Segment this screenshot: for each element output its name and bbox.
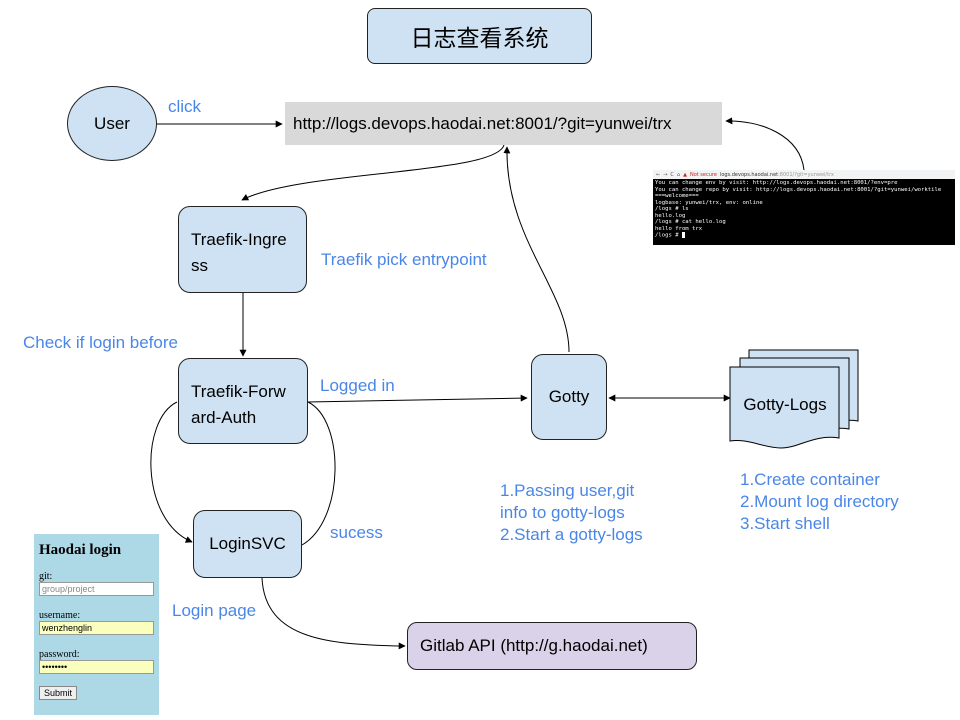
node-gotty: Gotty [531, 354, 607, 440]
terminal-line: logbase: yunwei/trx, env: online [655, 199, 763, 206]
note-gotty-step: info to gotty-logs [500, 503, 625, 522]
note-gotty-logs-step: 2.Mount log directory [740, 492, 899, 511]
node-user-label: User [94, 113, 130, 133]
git-label: git: [39, 571, 53, 582]
password-label: password: [39, 649, 80, 660]
edge-forward-auth-to-gotty [307, 394, 528, 403]
node-user: User [67, 86, 157, 161]
note-gotty-logs-step: 1.Create container [740, 470, 880, 489]
home-icon: ⌂ [676, 171, 681, 178]
terminal-screenshot: ← → C ⌂ ▲ Not secure logs.devops.haodai.… [653, 170, 955, 245]
back-icon: ← [656, 171, 661, 178]
node-traefik-forward-auth-label: Traefik-Forward-Auth [191, 382, 286, 427]
node-traefik-ingress-label: Traefik-Ingress [191, 230, 287, 275]
terminal-line: /logs # cat hello.log [655, 219, 726, 225]
address-text: logs.devops.haodai.net [719, 171, 779, 178]
label-logged-in: Logged in [320, 376, 395, 395]
login-form-title: Haodai login [39, 542, 122, 558]
terminal-line: You can change repo by visit: http://log… [655, 186, 942, 193]
node-traefik-ingress: Traefik-Ingress [178, 206, 307, 293]
note-gotty-step: 2.Start a gotty-logs [500, 525, 643, 544]
node-gotty-logs-label: Gotty-Logs [743, 395, 827, 414]
node-gotty-logs-shape [729, 349, 859, 449]
note-gotty-steps: 1.Passing user,git info to gotty-logs 2.… [500, 480, 643, 546]
node-url-label: http://logs.devops.haodai.net:8001/?git=… [293, 113, 672, 133]
browser-bar: ← → C ⌂ ▲ Not secure logs.devops.haodai.… [653, 170, 955, 179]
not-secure-text: Not secure [689, 171, 717, 178]
terminal-line: You can change env by visit: http://logs… [655, 180, 898, 186]
label-check-login: Check if login before [23, 333, 178, 352]
node-traefik-forward-auth: Traefik-Forward-Auth [178, 358, 308, 444]
diagram-title-text: 日志查看系统 [410, 25, 549, 51]
node-url: http://logs.devops.haodai.net:8001/?git=… [285, 102, 722, 145]
label-login-page: Login page [172, 601, 257, 620]
label-traefik-pick-entrypoint: Traefik pick entrypoint [321, 250, 487, 269]
terminal-output: You can change env by visit: http://logs… [653, 179, 955, 240]
login-form-screenshot: Haodai login git: group/project username… [34, 534, 159, 715]
node-login-svc-label: LoginSVC [209, 534, 286, 553]
edge-login-to-gitlab [261, 577, 406, 650]
edge-login-to-forward-auth [301, 401, 336, 546]
node-gotty-label: Gotty [548, 387, 590, 406]
terminal-cursor [681, 232, 685, 238]
terminal-line: hello.log [655, 212, 686, 219]
terminal-prompt: /logs # [655, 232, 682, 239]
forward-icon: → [663, 171, 668, 178]
label-success: sucess [330, 523, 383, 542]
node-login-svc: LoginSVC [193, 510, 302, 578]
terminal-line: /logs # ls [655, 206, 689, 212]
terminal-prompt-line: /logs # [655, 232, 953, 239]
username-label: username: [39, 610, 81, 621]
reload-icon: C [670, 171, 674, 178]
node-gotty-logs: Gotty-Logs [730, 395, 840, 415]
terminal-line: hello from trx [655, 225, 703, 232]
git-input[interactable]: group/project [39, 582, 154, 596]
username-input[interactable]: wenzhenglin [39, 621, 154, 635]
note-gotty-step: 1.Passing user,git [500, 481, 635, 500]
submit-button[interactable]: Submit [39, 686, 78, 700]
terminal-line: ===welcome=== [655, 193, 699, 199]
diagram-title: 日志查看系统 [367, 8, 592, 64]
warning-icon: ▲ [683, 171, 687, 178]
edge-gotty-to-url [503, 146, 570, 353]
node-gitlab-api: Gitlab API (http://g.haodai.net) [407, 622, 697, 670]
edge-terminal-to-url [725, 117, 805, 171]
password-input[interactable]: •••••••• [39, 660, 154, 674]
address-path-text: :8001/?git=yunwei/trx [778, 171, 834, 178]
label-click: click [168, 97, 202, 116]
node-gitlab-api-label: Gitlab API (http://g.haodai.net) [420, 636, 648, 655]
edge-url-to-ingress [241, 144, 505, 201]
note-gotty-logs-steps: 1.Create container 2.Mount log directory… [740, 469, 899, 535]
note-gotty-logs-step: 3.Start shell [740, 514, 830, 533]
edge-forward-auth-to-login [150, 401, 193, 543]
